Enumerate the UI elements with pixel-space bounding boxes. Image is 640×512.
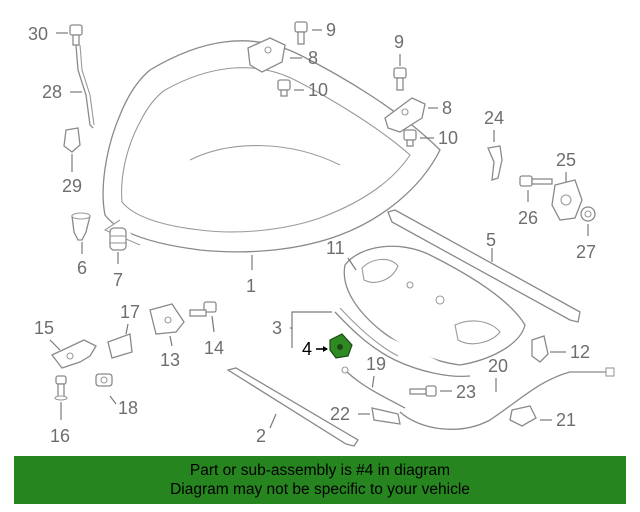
callout-24: 24 [484,108,504,128]
callout-6: 6 [77,258,87,278]
bolt-9-left [294,21,308,45]
callout-10-right: 10 [438,128,458,148]
bolt-14 [189,301,217,317]
bolt-30 [69,24,83,46]
callout-20: 20 [488,356,508,376]
callout-23: 23 [456,382,476,402]
hood-prop-rod-28 [75,44,95,129]
callout-28: 28 [42,82,62,102]
insulator-11 [343,245,526,366]
banner-line-2: Diagram may not be specific to your vehi… [170,481,470,498]
callout-5: 5 [486,230,496,250]
callout-4: 4 [302,339,312,359]
leader-3-upper [290,311,332,329]
bolt-16 [54,375,68,401]
callout-19: 19 [366,354,386,374]
leader-11 [347,257,357,271]
callout-1: 1 [246,276,256,296]
callout-3: 3 [272,318,282,338]
nut-18 [95,373,113,387]
release-handle-24 [487,145,503,181]
callout-9-right: 9 [394,32,404,52]
hood-hinge-8-right [384,97,426,133]
bolt-26 [519,175,553,187]
callout-13: 13 [160,350,180,370]
bracket-22 [371,407,401,425]
callout-25: 25 [556,150,576,170]
seal-3 [334,307,471,378]
release-cable-19 [341,366,406,409]
bolt-9-right [393,67,407,91]
callout-29: 29 [62,176,82,196]
callout-22: 22 [330,404,350,424]
banner-line-1: Part or sub-assembly is #4 in diagram [189,462,451,479]
bracket-15 [50,339,97,369]
callout-26: 26 [518,208,538,228]
hood-panel [102,40,441,253]
bumper-6 [71,212,91,241]
callout-18: 18 [118,398,138,418]
weatherstrip-5 [387,209,581,323]
clip-27 [580,206,596,222]
hood-hinge-8-left [247,37,286,73]
seal-2 [226,367,359,447]
callout-9-left: 9 [326,20,336,40]
callout-15: 15 [34,318,54,338]
callout-14: 14 [204,338,224,358]
callout-10-left: 10 [308,80,328,100]
clip-21 [509,405,537,427]
leader-2 [269,413,277,429]
prop-rod-holder-29 [63,127,81,153]
hood-seal-clip-4-highlighted [329,333,353,359]
callout-8-right: 8 [442,98,452,118]
leader-15 [49,339,61,351]
callout-12: 12 [570,342,590,362]
leader-14 [211,315,215,333]
striker-17 [107,333,133,359]
arrow-4 [323,346,328,352]
callout-11: 11 [326,238,345,258]
nut-10-right [403,129,417,147]
callout-8-left: 8 [308,48,318,68]
callout-2: 2 [256,426,266,446]
callout-16: 16 [50,426,70,446]
callout-17: 17 [120,302,140,322]
leader-17 [125,323,129,335]
callout-7: 7 [113,270,123,290]
bolt-23 [409,385,437,397]
stop-7 [109,227,127,251]
release-cable-20 [399,367,615,430]
callout-30: 30 [28,24,48,44]
leader-18 [109,395,117,405]
nut-10-left [277,79,291,97]
parts-diagram: 1 30 28 29 9 8 10 9 [28,20,615,447]
bracket-13 [149,303,185,335]
leader-13 [169,335,173,347]
hood-latch-25 [551,179,583,221]
callout-27: 27 [576,242,596,262]
info-banner: Part or sub-assembly is #4 in diagram Di… [14,456,626,504]
clip-12 [531,335,549,363]
callout-21: 21 [556,410,576,430]
